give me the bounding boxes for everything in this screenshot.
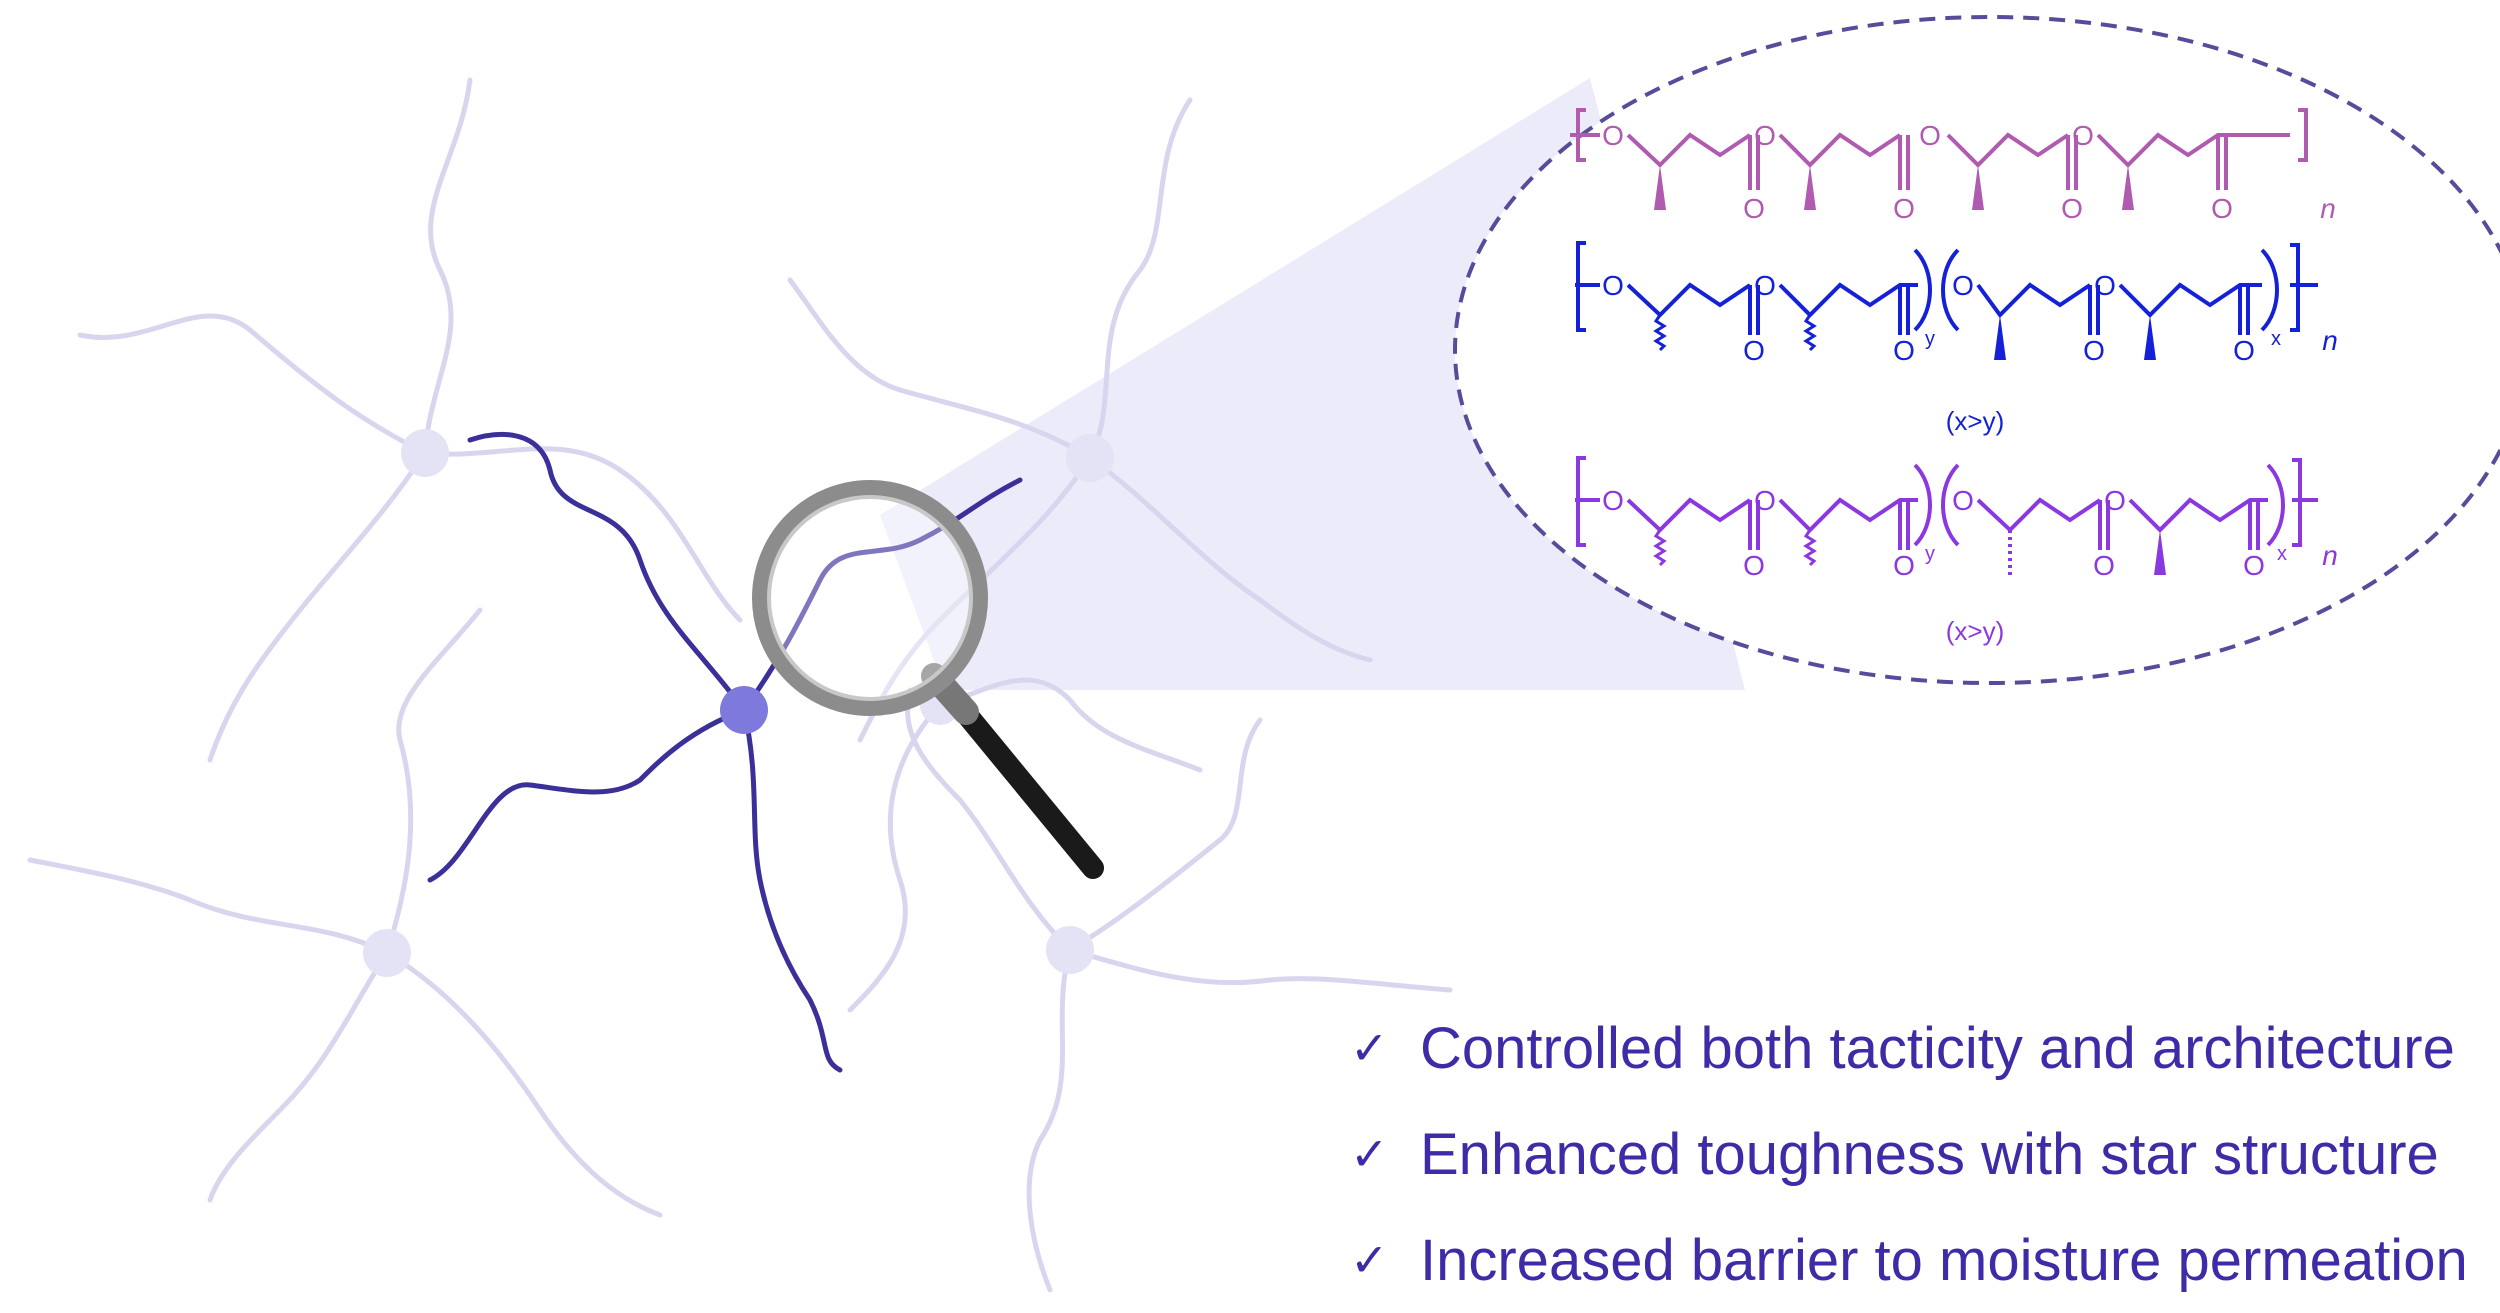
benefit-text: Enhanced toughness with star structure bbox=[1420, 1121, 2439, 1187]
benefit-item: ✓ Controlled both tacticity and architec… bbox=[1350, 995, 2490, 1101]
svg-text:O: O bbox=[1743, 550, 1765, 581]
structure-homopolymer-wedges bbox=[1654, 165, 2134, 210]
svg-text:O: O bbox=[2094, 270, 2116, 301]
svg-text:O: O bbox=[1893, 550, 1915, 581]
benefit-item: ✓ Increased barrier to moisture permeati… bbox=[1350, 1207, 2490, 1313]
svg-text:O: O bbox=[2211, 193, 2233, 224]
svg-text:n: n bbox=[2322, 540, 2338, 571]
svg-text:O: O bbox=[2072, 120, 2094, 151]
check-icon: ✓ bbox=[1350, 1021, 1389, 1075]
svg-text:y: y bbox=[1925, 543, 1935, 565]
zoom-bubble bbox=[1453, 15, 2500, 685]
svg-text:O: O bbox=[1602, 485, 1624, 516]
check-icon: ✓ bbox=[1350, 1233, 1389, 1287]
svg-text:O: O bbox=[2233, 335, 2255, 366]
benefit-text: Controlled both tacticity and architectu… bbox=[1420, 1015, 2455, 1081]
svg-text:O: O bbox=[2104, 485, 2126, 516]
svg-text:O: O bbox=[1919, 120, 1941, 151]
svg-text:(x>y): (x>y) bbox=[1946, 616, 2005, 646]
benefit-text: Increased barrier to moisture permeation bbox=[1420, 1227, 2468, 1293]
structure-copolymer-blue-wedges bbox=[1994, 315, 2156, 360]
magnifier-icon bbox=[752, 480, 1104, 879]
svg-text:n: n bbox=[2322, 325, 2338, 356]
structure-homopolymer bbox=[1570, 108, 2308, 190]
highlighted-star-core bbox=[720, 686, 768, 734]
structure-copolymer-blue-labels: O O O O O O O O y x n (x>y) bbox=[1602, 270, 2338, 436]
svg-text:O: O bbox=[1754, 270, 1776, 301]
benefit-item: ✓ Enhanced toughness with star structure bbox=[1350, 1101, 2490, 1207]
background-stars bbox=[27, 77, 1453, 1293]
svg-text:O: O bbox=[1893, 335, 1915, 366]
svg-text:n: n bbox=[2320, 193, 2336, 224]
benefits-list: ✓ Controlled both tacticity and architec… bbox=[1350, 995, 2490, 1313]
svg-text:(x>y): (x>y) bbox=[1946, 406, 2005, 436]
structure-homopolymer-labels: O O O O O O O O n bbox=[1602, 120, 2336, 224]
check-icon: ✓ bbox=[1350, 1127, 1389, 1181]
structure-copolymer-blue bbox=[1575, 241, 2318, 352]
background-star-cores bbox=[363, 429, 1114, 977]
svg-text:x: x bbox=[2271, 328, 2281, 350]
svg-text:O: O bbox=[2243, 550, 2265, 581]
svg-text:O: O bbox=[1754, 120, 1776, 151]
svg-text:O: O bbox=[1952, 485, 1974, 516]
structure-copolymer-violet-wedges bbox=[2154, 530, 2166, 575]
highlighted-star bbox=[427, 432, 1023, 1073]
svg-text:O: O bbox=[1743, 335, 1765, 366]
svg-text:x: x bbox=[2277, 543, 2287, 565]
svg-text:O: O bbox=[1743, 193, 1765, 224]
structure-copolymer-violet-labels: O O O O O O O O y x n (x>y) bbox=[1602, 485, 2338, 646]
svg-text:O: O bbox=[1952, 270, 1974, 301]
svg-text:O: O bbox=[1893, 193, 1915, 224]
svg-text:O: O bbox=[1602, 270, 1624, 301]
svg-text:O: O bbox=[1754, 485, 1776, 516]
svg-text:O: O bbox=[2083, 335, 2105, 366]
structure-copolymer-violet bbox=[1575, 456, 2318, 575]
svg-text:O: O bbox=[2093, 550, 2115, 581]
svg-text:y: y bbox=[1925, 328, 1935, 350]
svg-text:O: O bbox=[2061, 193, 2083, 224]
svg-text:O: O bbox=[1602, 120, 1624, 151]
